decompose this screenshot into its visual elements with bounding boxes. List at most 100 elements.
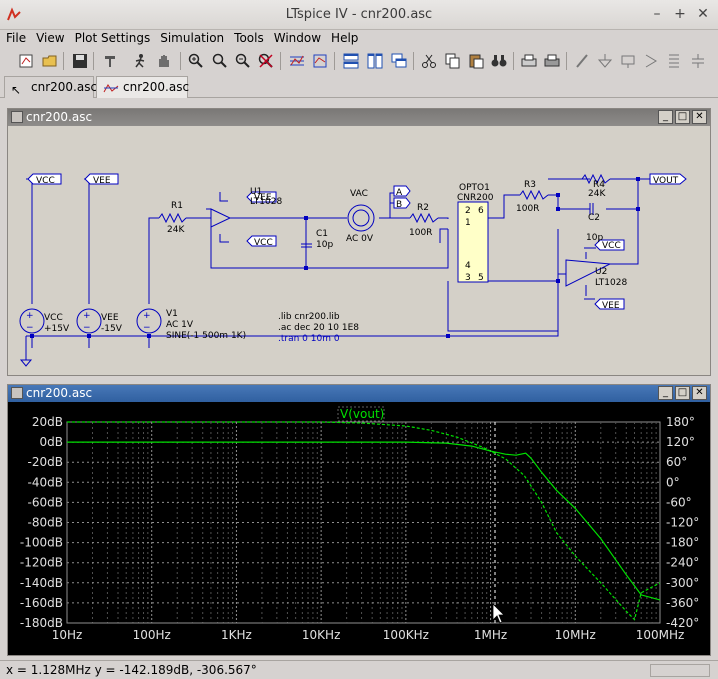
tab-schematic[interactable]: ↖ cnr200.asc: [4, 76, 97, 98]
y-tick-label-left: 20dB: [32, 415, 63, 429]
schematic-cursor-icon: ↖: [11, 83, 22, 97]
capacitor-icon[interactable]: [688, 51, 708, 71]
menu-bar: File View Plot Settings Simulation Tools Wind…: [0, 30, 718, 48]
schematic-window-titlebar[interactable]: cnr200.asc _ □ ✕: [8, 109, 710, 126]
menu-tools[interactable]: Tools: [234, 31, 264, 45]
x-tick-label: 10KHz: [302, 628, 340, 642]
waveform-window-title: cnr200.asc: [26, 386, 93, 400]
print-icon[interactable]: [542, 51, 562, 71]
v1-ac: AC 1V: [166, 320, 194, 330]
tab-waveform[interactable]: cnr200.asc: [96, 76, 190, 98]
x-tick-label: 10MHz: [555, 628, 596, 642]
y-tick-label-left: -140dB: [20, 576, 63, 590]
menu-help[interactable]: Help: [331, 31, 359, 45]
tile-vertical-icon[interactable]: [365, 51, 385, 71]
svg-text:−: −: [26, 323, 34, 333]
waveform-window-titlebar[interactable]: cnr200.asc _ □ ✕: [8, 385, 710, 402]
tile-horizontal-icon[interactable]: [341, 51, 361, 71]
zoom-area-icon[interactable]: [210, 51, 230, 71]
y-tick-label-right: -300°: [666, 576, 699, 590]
control-panel-hammer-icon[interactable]: [100, 51, 120, 71]
menu-view[interactable]: View: [36, 31, 65, 45]
schematic-maximize-button[interactable]: □: [675, 110, 690, 124]
draw-wire-pencil-icon[interactable]: [572, 51, 592, 71]
y-tick-label-right: -240°: [666, 556, 699, 570]
cascade-icon[interactable]: [389, 51, 409, 71]
net-label-b: B: [396, 200, 402, 210]
trace-label-vout[interactable]: V(vout): [340, 407, 384, 421]
waveform-minimize-button[interactable]: _: [658, 386, 673, 400]
schematic-canvas[interactable]: +− +− +− VCC VEE VEE VCC A B VOUT VCC VE…: [10, 128, 708, 375]
menu-plot-settings[interactable]: Plot Settings: [74, 31, 151, 45]
y-tick-label-left: -40dB: [28, 475, 63, 489]
vee-source-ref: VEE: [101, 313, 119, 323]
y-tick-label-right: 60°: [666, 455, 687, 469]
y-tick-label-right: 0°: [666, 475, 680, 489]
save-icon[interactable]: [70, 51, 90, 71]
zoom-fit-icon[interactable]: [310, 51, 330, 71]
vac-ref: VAC: [350, 189, 368, 199]
schematic-close-button[interactable]: ✕: [692, 110, 707, 124]
halt-hand-icon[interactable]: [154, 51, 174, 71]
zoom-cancel-icon[interactable]: [256, 51, 276, 71]
resistor-icon[interactable]: [664, 51, 684, 71]
waveform-window-icon: [11, 387, 23, 399]
waveform-maximize-button[interactable]: □: [675, 386, 690, 400]
y-tick-label-right: -60°: [666, 495, 692, 509]
u1-ref: U1: [250, 187, 262, 197]
opto-pin: 4: [465, 261, 471, 271]
new-schematic-icon[interactable]: [16, 51, 36, 71]
net-label-vee: VEE: [254, 193, 272, 203]
zoom-in-icon[interactable]: [186, 51, 206, 71]
waveform-plot[interactable]: 20dB0dB-20dB-40dB-60dB-80dB-100dB-120dB-…: [10, 404, 708, 654]
print-preview-icon[interactable]: [519, 51, 539, 71]
status-bar: x = 1.128MHz y = -142.189dB, -306.567°: [0, 660, 718, 679]
cut-scissors-icon[interactable]: [419, 51, 439, 71]
y-tick-label-left: -180dB: [20, 616, 63, 630]
u1-type: LT1028: [250, 197, 282, 207]
document-tabs: ↖ cnr200.asc cnr200.asc: [0, 74, 718, 98]
r3-value: 100R: [516, 204, 539, 214]
open-folder-icon[interactable]: [40, 51, 60, 71]
r2-value: 100R: [409, 228, 432, 238]
schematic-window-title: cnr200.asc: [26, 110, 93, 124]
r1-value: 24K: [167, 225, 185, 235]
directive-tran: .tran 0 10m 0: [278, 334, 340, 344]
zoom-out-icon[interactable]: [233, 51, 253, 71]
menu-simulation[interactable]: Simulation: [160, 31, 225, 45]
x-tick-label: 1MHz: [474, 628, 507, 642]
vac-value: AC 0V: [346, 234, 374, 244]
r3-ref: R3: [524, 180, 536, 190]
opto-pin: 5: [478, 273, 484, 283]
paste-icon[interactable]: [466, 51, 486, 71]
maximize-button[interactable]: +: [674, 6, 686, 22]
r2-ref: R2: [417, 203, 429, 213]
toolbar-separator: [93, 52, 94, 70]
window-title: LTspice IV - cnr200.asc: [285, 7, 433, 22]
run-icon[interactable]: [130, 51, 150, 71]
r4-ref: R4: [593, 180, 605, 190]
schematic-minimize-button[interactable]: _: [658, 110, 673, 124]
trace-label-box: [337, 406, 385, 422]
diode-component-icon[interactable]: [641, 51, 661, 71]
tab-label: cnr200.asc: [123, 80, 190, 94]
y-tick-label-right: 120°: [666, 435, 695, 449]
menu-window[interactable]: Window: [273, 31, 322, 45]
label-net-icon[interactable]: [618, 51, 638, 71]
menu-file[interactable]: File: [6, 31, 27, 45]
svg-text:+: +: [83, 311, 91, 321]
waveform-close-button[interactable]: ✕: [692, 386, 707, 400]
y-tick-label-right: 180°: [666, 415, 695, 429]
y-tick-label-right: -120°: [666, 516, 699, 530]
close-button[interactable]: ✕: [697, 6, 709, 22]
schematic-window: cnr200.asc _ □ ✕: [7, 108, 711, 376]
net-label-vee: VEE: [602, 301, 620, 311]
autorange-icon[interactable]: [287, 51, 307, 71]
minimize-button[interactable]: –: [653, 6, 661, 22]
toolbar-separator: [180, 52, 181, 70]
toolbar-separator: [413, 52, 414, 70]
c2-value: 10p: [586, 233, 603, 243]
find-binoculars-icon[interactable]: [489, 51, 509, 71]
copy-icon[interactable]: [443, 51, 463, 71]
ground-icon[interactable]: [595, 51, 615, 71]
